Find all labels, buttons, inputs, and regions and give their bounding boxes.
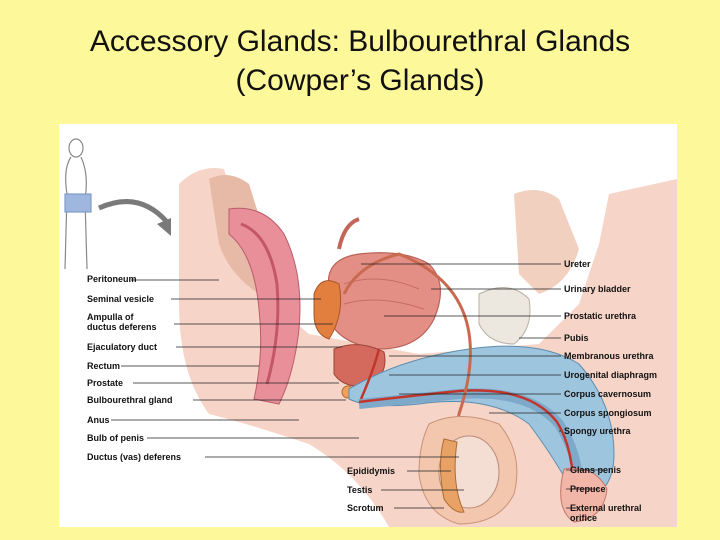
- label-ampulla-line2: ductus deferens: [87, 322, 157, 332]
- glans-penis-shape: [560, 467, 608, 523]
- label-scrotum: Scrotum: [347, 503, 384, 513]
- label-spongy-urethra: Spongy urethra: [564, 426, 631, 436]
- slide-title: Accessory Glands: Bulbourethral Glands (…: [0, 22, 720, 100]
- label-anus: Anus: [87, 415, 110, 425]
- title-line-1: Accessory Glands: Bulbourethral Glands: [89, 25, 631, 58]
- label-external-urethral-line2: orifice: [570, 513, 598, 523]
- label-rectum: Rectum: [87, 361, 121, 371]
- label-glans-penis: Glans penis: [570, 465, 622, 475]
- label-epididymis: Epididymis: [347, 466, 396, 476]
- label-pubis: Pubis: [564, 333, 589, 343]
- label-ejaculatory-duct: Ejaculatory duct: [87, 342, 158, 352]
- label-ureter: Ureter: [564, 259, 591, 269]
- label-bulb-of-penis: Bulb of penis: [87, 433, 144, 443]
- label-prepuce: Prepuce: [570, 484, 606, 494]
- label-corpus-cavernosum: Corpus cavernosum: [564, 389, 652, 399]
- label-membranous-urethra: Membranous urethra: [564, 351, 654, 361]
- label-urogenital-diaphragm: Urogenital diaphragm: [564, 370, 658, 380]
- corpus-spongiosum-shape: [358, 388, 584, 495]
- label-testis: Testis: [347, 485, 373, 495]
- title-line-2: (Cowper’s Glands): [235, 64, 485, 97]
- body-silhouette-icon: [64, 138, 92, 270]
- prostatic-urethra-shape: [359, 348, 381, 400]
- label-peritoneum: Peritoneum: [87, 274, 137, 284]
- label-ampulla-line1: Ampulla of: [87, 312, 134, 322]
- anatomy-figure: Peritoneum Seminal vesicle Ampulla of du…: [59, 124, 677, 527]
- label-prostatic-urethra: Prostatic urethra: [564, 311, 637, 321]
- label-ductus-deferens: Ductus (vas) deferens: [87, 452, 182, 462]
- rectum-shape: [228, 207, 301, 405]
- label-urinary-bladder: Urinary bladder: [564, 284, 631, 294]
- label-bulbourethral-gland: Bulbourethral gland: [87, 395, 173, 405]
- label-prostate: Prostate: [87, 378, 124, 388]
- label-corpus-spongiosum: Corpus spongiosum: [564, 408, 652, 418]
- anatomy-illustration: [64, 138, 677, 527]
- seminal-vesicle-shape: [313, 280, 342, 340]
- label-external-urethral-line1: External urethral: [570, 503, 642, 513]
- label-seminal-vesicle: Seminal vesicle: [87, 294, 155, 304]
- ureter-shape: [337, 217, 360, 250]
- leader-lines: [111, 263, 604, 509]
- orientation-arrow-icon: [97, 199, 169, 224]
